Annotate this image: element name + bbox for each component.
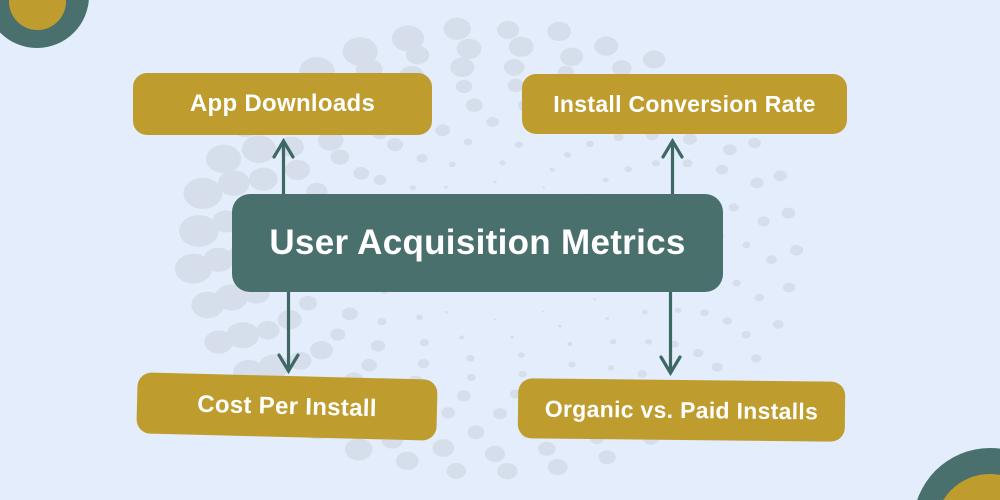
metric-box-organic-vs-paid-installs: Organic vs. Paid Installs	[517, 378, 846, 442]
metric-label: Organic vs. Paid Installs	[544, 395, 819, 424]
metric-label: Cost Per Install	[196, 390, 378, 422]
connector-arrow-up-right	[661, 137, 684, 197]
metric-label: App Downloads	[189, 90, 376, 117]
title-box: User Acquisition Metrics	[232, 194, 723, 292]
metric-label: Install Conversion Rate	[553, 90, 816, 117]
connector-arrow-up-left	[272, 137, 295, 197]
connector-arrow-down-right	[659, 291, 682, 377]
metric-box-cost-per-install: Cost Per Install	[136, 372, 438, 441]
metric-box-install-conversion-rate: Install Conversion Rate	[522, 74, 847, 134]
metric-box-app-downloads: App Downloads	[133, 73, 432, 135]
connector-arrow-down-left	[277, 290, 300, 375]
page-title: User Acquisition Metrics	[269, 223, 686, 262]
